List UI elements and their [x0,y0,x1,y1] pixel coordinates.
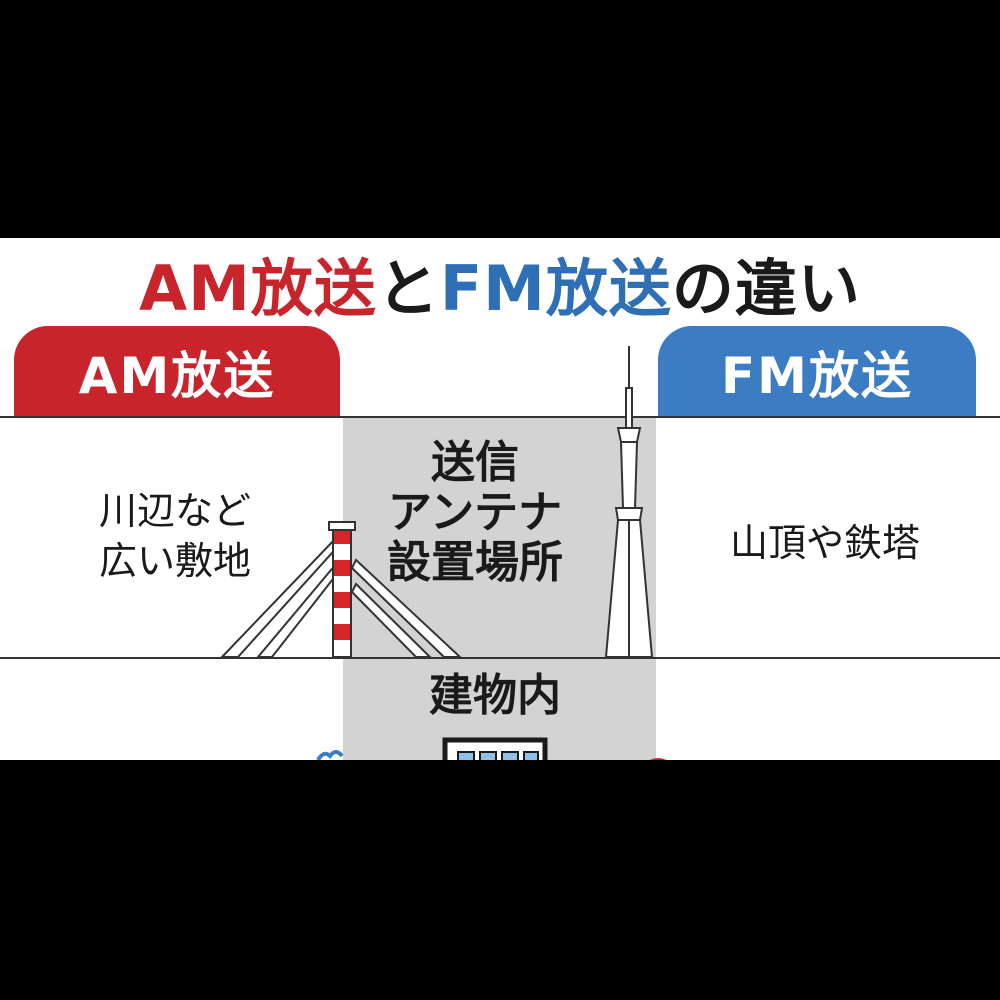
center-band [343,418,656,760]
building-icon [442,737,548,760]
building-label: 建物内 [429,670,561,721]
am-location-line-2: 広い敷地 [98,539,251,583]
transmitter-location-label: 送信 アンテナ 設置場所 [360,438,590,588]
fm-tower-icon [604,346,654,658]
am-tab: AM放送 [14,326,340,418]
am-mast-icon [219,521,463,658]
clipped-decoration [316,750,667,760]
title-connector: と [376,252,440,325]
title-am: AM放送 [139,252,377,325]
top-divider [0,416,1000,418]
title-fm: FM放送 [439,252,672,325]
title-suffix: の違い [671,252,861,325]
fm-location: 山頂や鉄塔 [729,521,920,565]
illustration-layer [219,346,667,760]
am-location: 川辺など 広い敷地 [60,486,290,586]
diagram-panel: AM放送とFM放送の違い AM放送 FM放送 川辺など 広い敷地 山頂や鉄塔 送… [0,238,1000,760]
center-label-line-1: 送信 [431,437,519,488]
fm-tab: FM放送 [658,326,976,418]
center-label-line-2: アンテナ [387,487,563,538]
diagram-title: AM放送とFM放送の違い [0,250,1000,328]
am-location-line-1: 川辺など [98,489,251,533]
center-label-line-3: 設置場所 [387,537,563,588]
ground-line [0,657,1000,659]
